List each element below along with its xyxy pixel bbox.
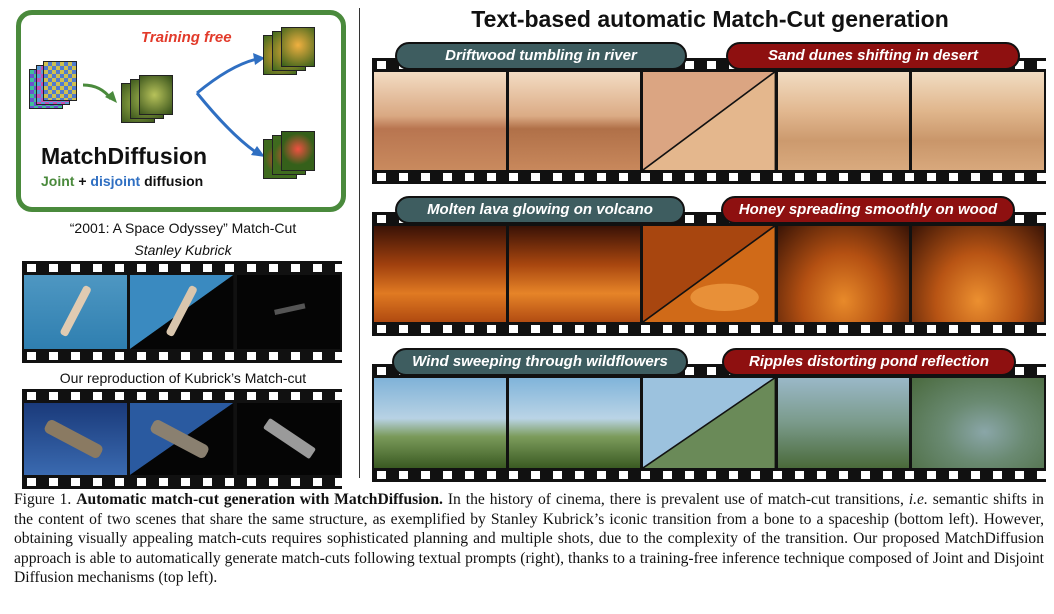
film-frame — [236, 275, 340, 349]
method-subtitle: Joint + disjoint diffusion — [41, 173, 203, 189]
film-frame — [508, 72, 641, 170]
training-free-label: Training free — [141, 29, 232, 46]
sprocket-holes — [22, 261, 342, 275]
method-name: MatchDiffusion — [41, 143, 208, 169]
film-frame — [643, 72, 775, 170]
sprocket-holes — [372, 170, 1046, 184]
film-frame — [912, 378, 1044, 468]
film-frame — [643, 226, 775, 322]
plus-label: + — [74, 173, 91, 189]
caption-ie: i.e. — [908, 491, 928, 508]
film-frame — [236, 403, 340, 475]
film-frame — [374, 72, 506, 170]
reproduction-film-strip — [22, 389, 342, 489]
section-divider — [359, 8, 360, 478]
reproduction-caption: Our reproduction of Kubrick’s Match-cut — [59, 370, 307, 386]
disjoint-label: disjoint — [90, 173, 141, 189]
film-strip-row-2 — [372, 212, 1046, 336]
film-frame — [643, 378, 775, 468]
film-frame — [24, 403, 128, 475]
film-frame — [24, 275, 128, 349]
target-prompt-pill-1: Sand dunes shifting in desert — [726, 42, 1020, 70]
sprocket-holes — [22, 475, 342, 489]
film-frame — [777, 226, 910, 322]
film-frame — [508, 378, 641, 468]
target-prompt-pill-2: Honey spreading smoothly on wood — [721, 196, 1015, 224]
joint-label: Joint — [41, 173, 75, 189]
figure-caption: Figure 1. Automatic match-cut generation… — [14, 490, 1044, 588]
film-strip-row-3 — [372, 364, 1046, 482]
matchdiffusion-overview-box: Training free MatchDiffusion Joint + dis… — [16, 10, 346, 212]
source-prompt-pill-3: Wind sweeping through wildflowers — [392, 348, 688, 376]
kubrick-film-strip — [22, 261, 342, 363]
figure-label: Figure 1. — [14, 491, 72, 508]
sprocket-holes — [372, 322, 1046, 336]
diffusion-arrows — [82, 53, 265, 157]
film-frame — [374, 378, 506, 468]
source-prompt-pill-2: Molten lava glowing on volcano — [395, 196, 685, 224]
sprocket-holes — [22, 389, 342, 403]
caption-text-2: semantic shifts in the content of two sc… — [14, 491, 1044, 586]
film-frame — [912, 226, 1044, 322]
film-frame — [912, 72, 1044, 170]
right-section-title: Text-based automatic Match-Cut generatio… — [471, 6, 949, 32]
caption-bold-title: Automatic match-cut generation with Matc… — [76, 491, 443, 508]
kubrick-caption: “2001: A Space Odyssey” Match-Cut — [69, 220, 297, 236]
film-frame — [777, 378, 910, 468]
film-frame — [508, 226, 641, 322]
sprocket-holes — [372, 468, 1046, 482]
caption-text-1: In the history of cinema, there is preva… — [442, 491, 909, 508]
film-frame — [374, 226, 506, 322]
film-strip-row-1 — [372, 58, 1046, 184]
sprocket-holes — [22, 349, 342, 363]
film-frame — [130, 275, 234, 349]
kubrick-author: Stanley Kubrick — [134, 242, 232, 258]
source-prompt-pill-1: Driftwood tumbling in river — [395, 42, 687, 70]
target-prompt-pill-3: Ripples distorting pond reflection — [722, 348, 1016, 376]
diffusion-label: diffusion — [140, 173, 204, 189]
film-frame — [130, 403, 234, 475]
film-frame — [777, 72, 910, 170]
